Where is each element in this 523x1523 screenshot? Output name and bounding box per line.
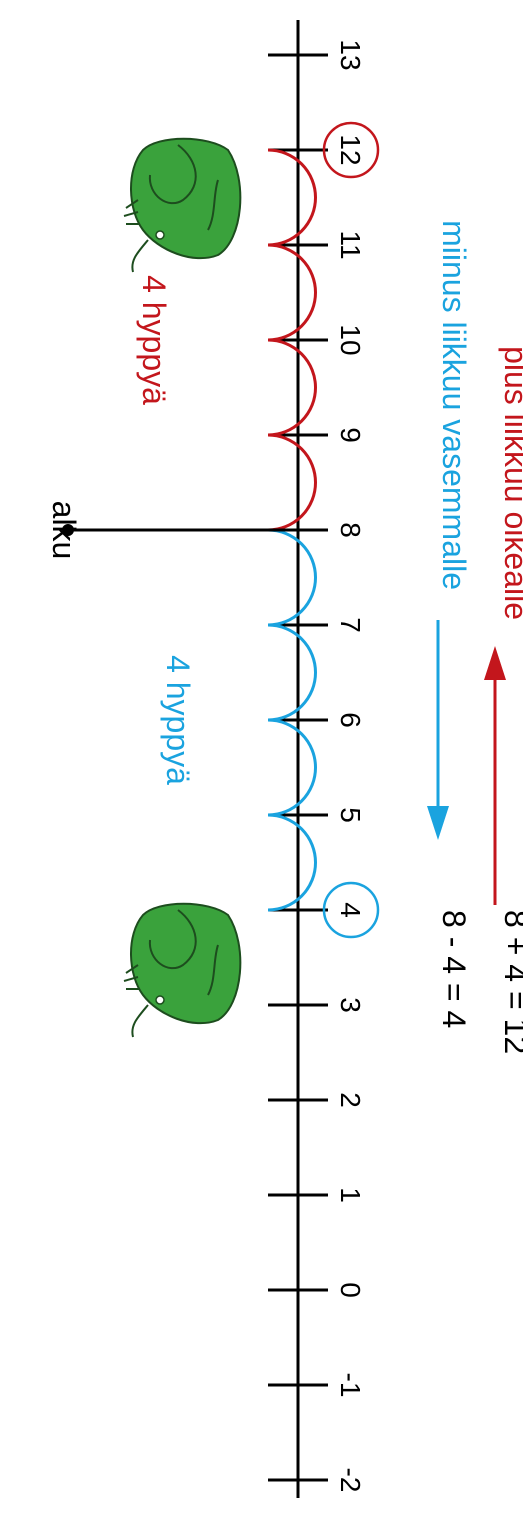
tick-label: 6 — [335, 712, 366, 728]
minus-jumps-label: 4 hyppyä — [160, 655, 196, 785]
plus-rule: plus liikkuu oikealle — [498, 346, 523, 620]
tick-label: 12 — [335, 134, 366, 165]
tick-label: 5 — [335, 807, 366, 823]
minus-jump-arcs — [267, 528, 317, 912]
tick-label: -1 — [335, 1373, 366, 1398]
tick-label: 0 — [335, 1282, 366, 1298]
tick-label: 8 — [335, 522, 366, 538]
minus-arrow-head — [427, 806, 449, 840]
tick-label: -2 — [335, 1468, 366, 1493]
minus-equation: 8 - 4 = 4 — [436, 910, 472, 1028]
plus-equation: 8 + 4 = 12 — [498, 910, 523, 1054]
frog-icon — [123, 902, 242, 1038]
tick-label: 4 — [335, 902, 366, 918]
tick-label: 3 — [335, 997, 366, 1013]
result-circle-4 — [322, 881, 380, 939]
tick-label: 7 — [335, 617, 366, 633]
frog-icon — [123, 137, 242, 273]
tick-label: 2 — [335, 1092, 366, 1108]
tick-label: 9 — [335, 427, 366, 443]
tick-label: 1 — [335, 1187, 366, 1203]
tick-label: 13 — [335, 39, 366, 70]
plus-jump-arcs — [267, 148, 317, 532]
plus-jumps-label: 4 hyppyä — [136, 275, 172, 405]
tick-label: 11 — [335, 230, 366, 259]
plus-arrow-head — [484, 646, 506, 680]
start-marker-dot — [62, 524, 74, 536]
tick-label: 10 — [335, 324, 366, 355]
minus-rule: miinus liikkuu vasemmalle — [436, 220, 472, 590]
result-circle-12 — [322, 121, 380, 179]
start-label: alku — [46, 501, 82, 560]
